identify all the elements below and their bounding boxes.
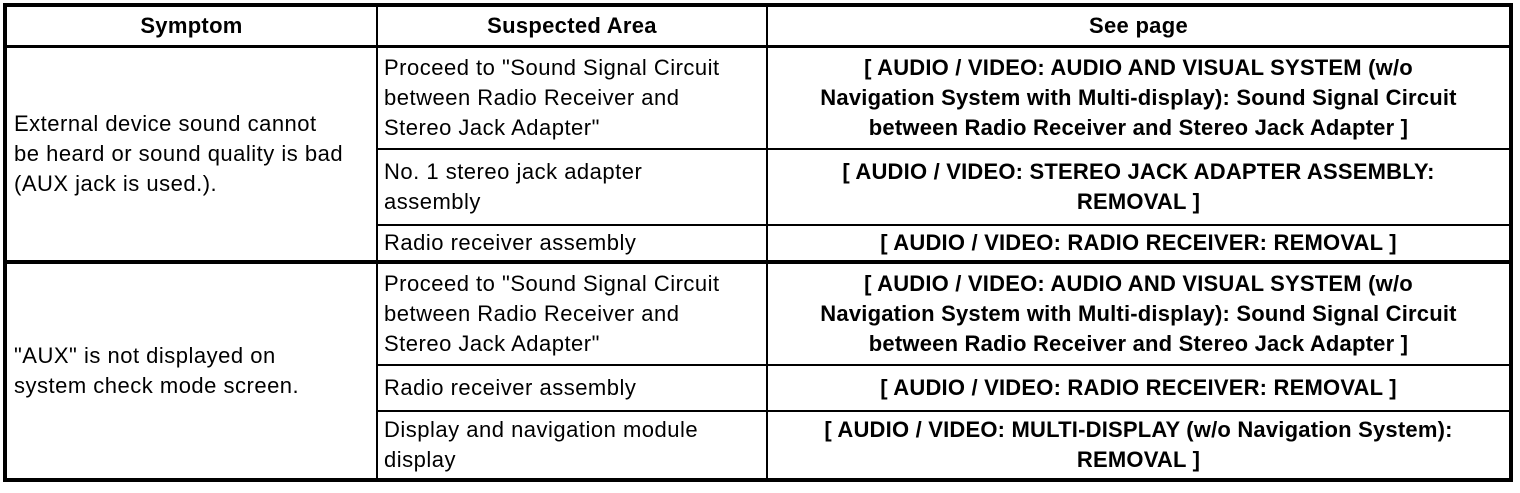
see-page-reference[interactable]: [ AUDIO / VIDEO: AUDIO AND VISUAL SYSTEM… xyxy=(766,45,1512,150)
header-row: Symptom Suspected Area See page xyxy=(4,4,1512,48)
see-page-reference[interactable]: [ AUDIO / VIDEO: STEREO JACK ADAPTER ASS… xyxy=(766,148,1512,226)
table-row: Radio receiver assembly [ AUDIO / VIDEO:… xyxy=(5,224,1512,263)
see-page-reference[interactable]: [ AUDIO / VIDEO: RADIO RECEIVER: REMOVAL… xyxy=(766,224,1512,263)
see-page-reference[interactable]: [ AUDIO / VIDEO: RADIO RECEIVER: REMOVAL… xyxy=(766,364,1512,412)
symptom-troubleshooting-table: Symptom Suspected Area See page External… xyxy=(3,3,1513,482)
table-row: No. 1 stereo jack adapter assembly [ AUD… xyxy=(5,148,1512,226)
table-row: "AUX" is not displayed on system check m… xyxy=(4,260,1512,481)
symptom-cell: External device sound cannot be heard or… xyxy=(4,45,378,263)
column-header-symptom: Symptom xyxy=(4,4,378,48)
table-row: Radio receiver assembly [ AUDIO / VIDEO:… xyxy=(5,364,1512,412)
column-header-see-page: See page xyxy=(766,4,1512,48)
table-row: Display and navigation module display [ … xyxy=(5,410,1512,481)
suspected-area-cell: Radio receiver assembly xyxy=(376,364,768,412)
suspected-area-cell: No. 1 stereo jack adapter assembly xyxy=(376,148,768,226)
suspected-area-cell: Proceed to "Sound Signal Circuit between… xyxy=(376,260,768,366)
suspected-area-cell: Display and navigation module display xyxy=(376,410,768,481)
column-header-suspected-area: Suspected Area xyxy=(376,4,768,48)
suspected-area-cell: Proceed to "Sound Signal Circuit between… xyxy=(376,45,768,150)
see-page-reference[interactable]: [ AUDIO / VIDEO: MULTI-DISPLAY (w/o Navi… xyxy=(766,410,1512,481)
see-page-reference[interactable]: [ AUDIO / VIDEO: AUDIO AND VISUAL SYSTEM… xyxy=(766,260,1512,366)
symptom-cell: "AUX" is not displayed on system check m… xyxy=(4,260,378,481)
suspected-area-cell: Radio receiver assembly xyxy=(376,224,768,263)
table-row: External device sound cannot be heard or… xyxy=(4,45,1512,263)
